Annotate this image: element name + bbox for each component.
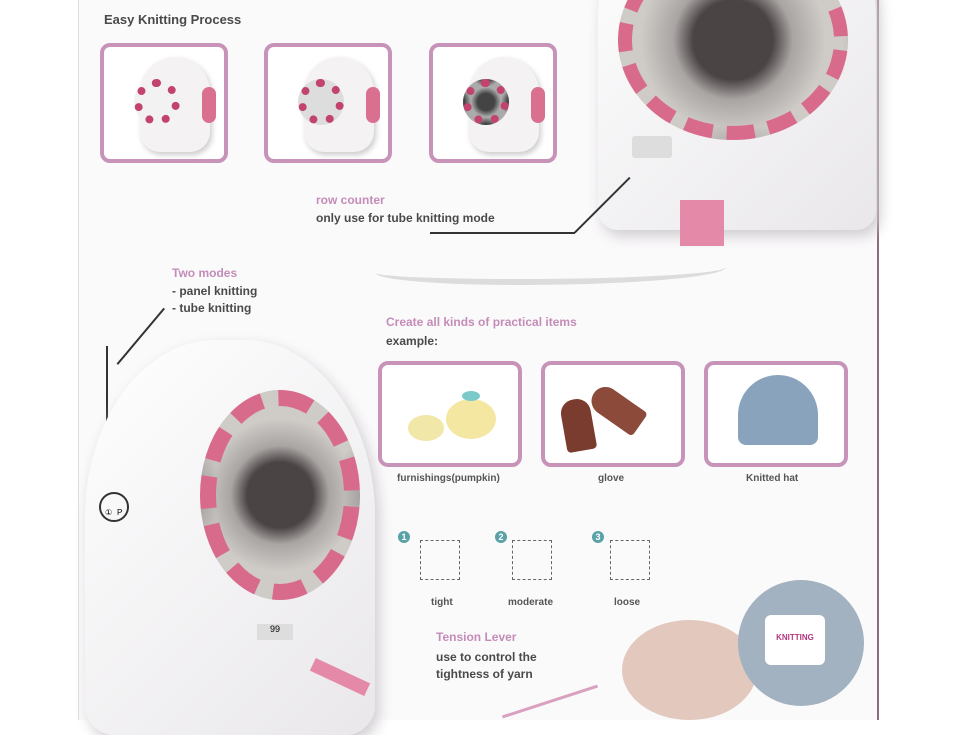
callout-line	[430, 232, 575, 234]
yarn-ball-pink	[622, 620, 757, 720]
tension-label: loose	[614, 597, 641, 608]
lever-diagram	[512, 540, 552, 580]
needle-ring	[200, 390, 360, 600]
tension-label: tight	[431, 597, 453, 608]
item-glove	[541, 361, 685, 467]
item-label: Knitted hat	[746, 473, 799, 484]
mode-panel: - panel knitting	[172, 284, 258, 298]
tension-desc-2: tightness of yarn	[436, 667, 533, 681]
crank-icon	[531, 87, 545, 123]
machine-thumbnail	[463, 57, 539, 152]
tension-lever	[309, 657, 371, 697]
modes-title: Two modes	[172, 266, 238, 280]
mode-mark-tube: ①	[105, 508, 113, 517]
machine-thumbnail	[298, 57, 374, 152]
knitting-machine-top	[598, 0, 876, 246]
row-counter-display	[632, 136, 672, 158]
step-number: 1	[398, 531, 410, 543]
tension-desc-1: use to control the	[436, 650, 537, 664]
row-counter-desc: only use for tube knitting mode	[316, 211, 495, 225]
process-step-1	[100, 43, 228, 163]
mode-mark-panel: P	[117, 508, 123, 517]
yarn-strand	[376, 255, 726, 285]
step-number: 3	[592, 531, 604, 543]
row-counter-title: row counter	[316, 193, 385, 207]
item-pumpkin	[378, 361, 522, 467]
lever-diagram	[420, 540, 460, 580]
tension-lever	[680, 200, 724, 246]
crank-icon	[366, 87, 380, 123]
items-subtitle: example:	[386, 334, 439, 348]
process-title: Easy Knitting Process	[104, 12, 242, 27]
step-number: 2	[495, 531, 507, 543]
process-step-2	[264, 43, 392, 163]
mode-switch: ① P	[99, 492, 129, 522]
row-counter: 99	[257, 624, 293, 640]
tension-label: moderate	[508, 597, 554, 608]
item-hat	[704, 361, 848, 467]
item-label: glove	[598, 473, 625, 484]
item-label: furnishings(pumpkin)	[397, 473, 500, 484]
machine-thumbnail	[134, 57, 210, 152]
mode-tube: - tube knitting	[172, 301, 252, 315]
knitting-machine-main: ① P 99	[85, 340, 375, 735]
tension-title: Tension Lever	[436, 630, 517, 644]
items-title: Create all kinds of practical items	[386, 315, 577, 329]
process-step-3	[429, 43, 557, 163]
crank-icon	[202, 87, 216, 123]
yarn-label: KNITTING	[765, 615, 825, 665]
lever-diagram	[610, 540, 650, 580]
